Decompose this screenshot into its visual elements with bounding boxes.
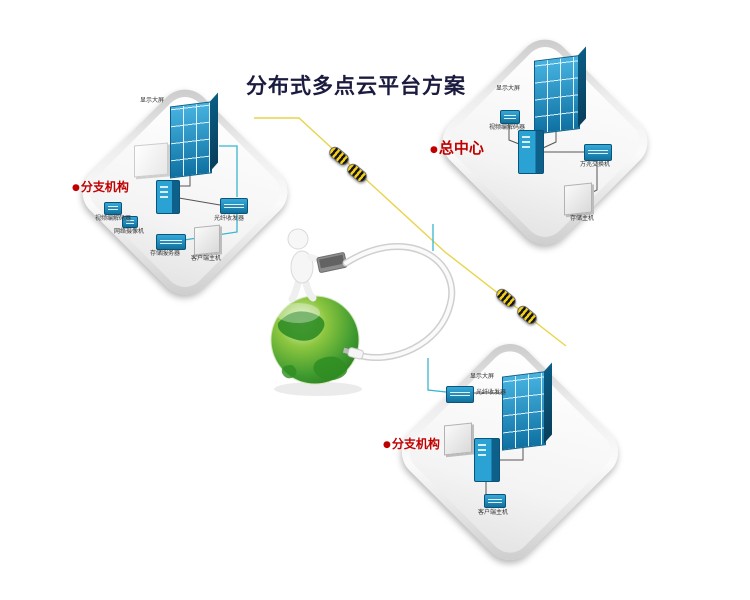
- storage-server-box: [156, 234, 186, 250]
- person-head: [287, 228, 309, 250]
- continent-shape: [277, 311, 325, 341]
- continent-shape: [313, 356, 348, 381]
- fiber-transceiver-box: [446, 386, 474, 403]
- continent-shape: [281, 365, 297, 379]
- device-label-storage: 存储服务器: [150, 250, 181, 257]
- device-label-video-wall: 显示大屏: [140, 97, 165, 104]
- video-wall: [170, 92, 218, 179]
- client-monitor: [444, 422, 472, 456]
- plug-icon: [342, 347, 364, 360]
- branch2-drop-line: [427, 358, 447, 393]
- label-headquarters: ●总中心: [430, 137, 484, 158]
- cloud-globe-illustration: [270, 228, 456, 396]
- device-label-client: 客户端主机: [191, 255, 222, 262]
- person-leg: [288, 279, 302, 303]
- server-tower: [156, 180, 180, 214]
- globe-shadow: [274, 382, 362, 396]
- device-label-camera: 网络摄像机: [114, 228, 145, 235]
- cable-outline: [342, 242, 456, 362]
- device-label-switch: 万兆交换机: [580, 161, 611, 168]
- switch-box: [584, 144, 612, 161]
- presentation-screen: [134, 142, 168, 178]
- person-leg: [302, 279, 317, 302]
- device-label-storage: 存储主机: [570, 215, 595, 222]
- video-wall-screen: [170, 101, 212, 179]
- device-label-fiber: 光纤收发器: [476, 389, 507, 396]
- person-body: [290, 250, 314, 284]
- device-label-fiber: 光纤收发器: [214, 215, 245, 222]
- device-label-video-wall: 显示大屏: [496, 85, 521, 92]
- device-label-codec: 视频编解码器: [489, 124, 526, 131]
- globe-highlight: [276, 303, 320, 323]
- label-text: 分支机构: [80, 180, 129, 194]
- bullet-icon: ●: [72, 183, 80, 193]
- label-branch-top-left: ●分支机构: [72, 178, 129, 195]
- codec-box: [104, 202, 122, 215]
- label-text: 分支机构: [391, 437, 440, 451]
- video-wall-side: [544, 362, 552, 444]
- video-wall-screen: [502, 371, 546, 451]
- client-monitor: [194, 224, 220, 256]
- video-wall: [502, 362, 552, 451]
- device-label-codec: 视频编解码器: [95, 215, 132, 222]
- fiber-transceiver-box: [220, 198, 248, 214]
- storage-host-monitor: [564, 182, 592, 216]
- device-label-client: 客户端主机: [478, 509, 509, 516]
- camera-box: [122, 216, 138, 228]
- bullet-icon: ●: [383, 440, 391, 450]
- device-label-video-wall: 显示大屏: [470, 373, 495, 380]
- label-text: 总中心: [438, 139, 484, 157]
- page-title: 分布式多点云平台方案: [246, 74, 466, 98]
- client-host-box: [484, 494, 506, 508]
- video-wall-side: [210, 92, 218, 172]
- server-tower: [518, 130, 544, 174]
- server-tower: [474, 438, 500, 482]
- codec-box: [500, 110, 520, 124]
- person-figure: [287, 228, 348, 303]
- cable: [344, 244, 454, 360]
- bullet-icon: ●: [430, 145, 438, 155]
- label-branch-bottom-right: ●分支机构: [383, 435, 440, 452]
- branch1-lan-line: [219, 145, 238, 197]
